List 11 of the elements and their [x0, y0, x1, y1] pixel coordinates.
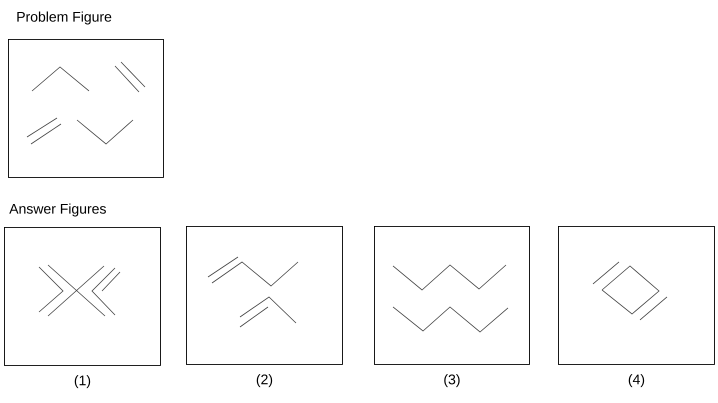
figure-number: (2) [256, 374, 272, 388]
figure-box [558, 226, 715, 365]
figure-number: (1) [74, 375, 90, 388]
section-heading: Problem Figure [17, 11, 112, 25]
figure-box [4, 227, 161, 366]
section-heading: Answer Figures [9, 203, 106, 217]
figure-box [374, 226, 530, 365]
figure-number: (4) [628, 374, 644, 388]
figure-box [186, 226, 343, 365]
figure-box [8, 39, 164, 178]
figure-number: (3) [444, 374, 460, 388]
